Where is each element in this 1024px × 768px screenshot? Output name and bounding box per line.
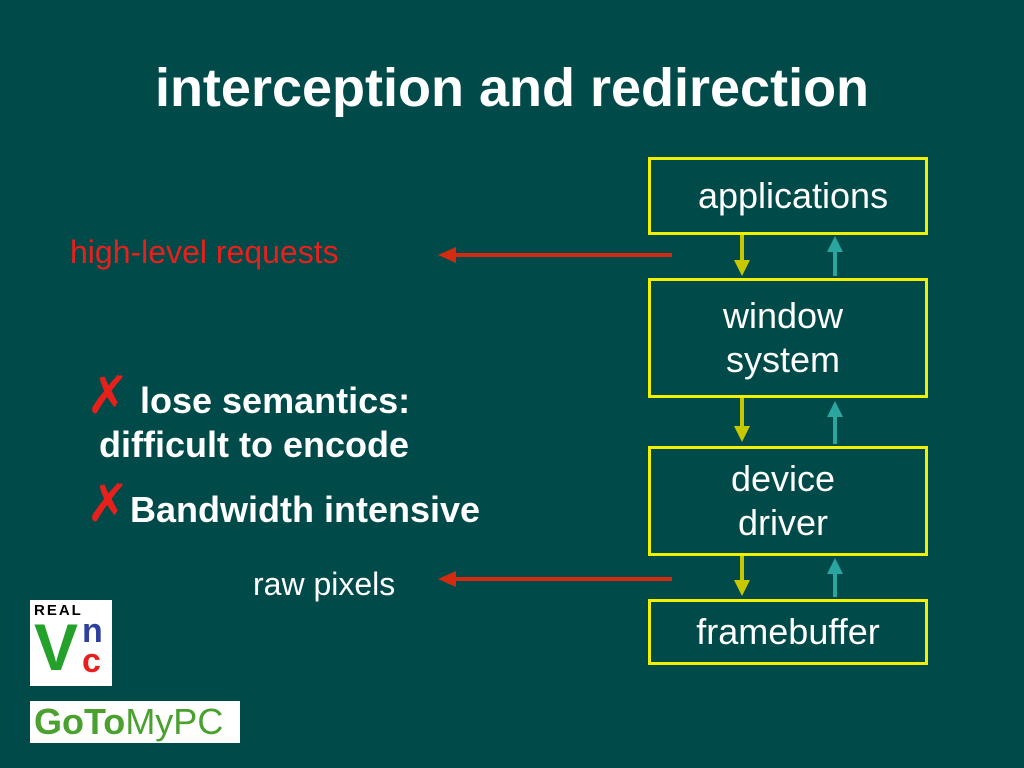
up-arrow-2	[827, 401, 843, 444]
bullet-2-text: Bandwidth intensive	[130, 489, 481, 530]
framebuffer-box: framebuffer	[648, 599, 928, 665]
bullet-1-x-icon: ✗	[86, 366, 130, 426]
realvnc-logo-c: c	[82, 642, 101, 680]
realvnc-logo-n: n	[82, 612, 103, 650]
raw-pixels-redirect-arrow	[438, 571, 672, 587]
realvnc-logo-real: REAL	[34, 602, 83, 619]
window-system-box: window system	[648, 278, 928, 398]
slide-title: interception and redirection	[154, 58, 870, 118]
up-arrow-1	[827, 236, 843, 276]
gotomypc-logo: GoToMyPC	[30, 701, 240, 743]
down-arrow-3	[734, 556, 750, 596]
realvnc-logo: REAL V n c	[30, 600, 112, 686]
up-arrow-3	[827, 558, 843, 597]
high-level-requests-label: high-level requests	[70, 234, 339, 270]
applications-box: applications	[648, 157, 928, 235]
bullet-2-x-icon: ✗	[86, 474, 130, 534]
raw-pixels-label: raw pixels	[253, 566, 396, 602]
gotomypc-logo-part2: MyPC	[125, 701, 224, 742]
gotomypc-logo-part1: GoTo	[34, 701, 126, 742]
device-driver-box: device driver	[648, 446, 928, 556]
realvnc-logo-v: V	[34, 610, 79, 684]
bullet-1-line-2: difficult to encode	[99, 424, 409, 465]
down-arrow-1	[734, 235, 750, 276]
high-level-redirect-arrow	[438, 247, 672, 263]
bullet-1-line-1: lose semantics:	[140, 380, 411, 421]
down-arrow-2	[734, 398, 750, 442]
